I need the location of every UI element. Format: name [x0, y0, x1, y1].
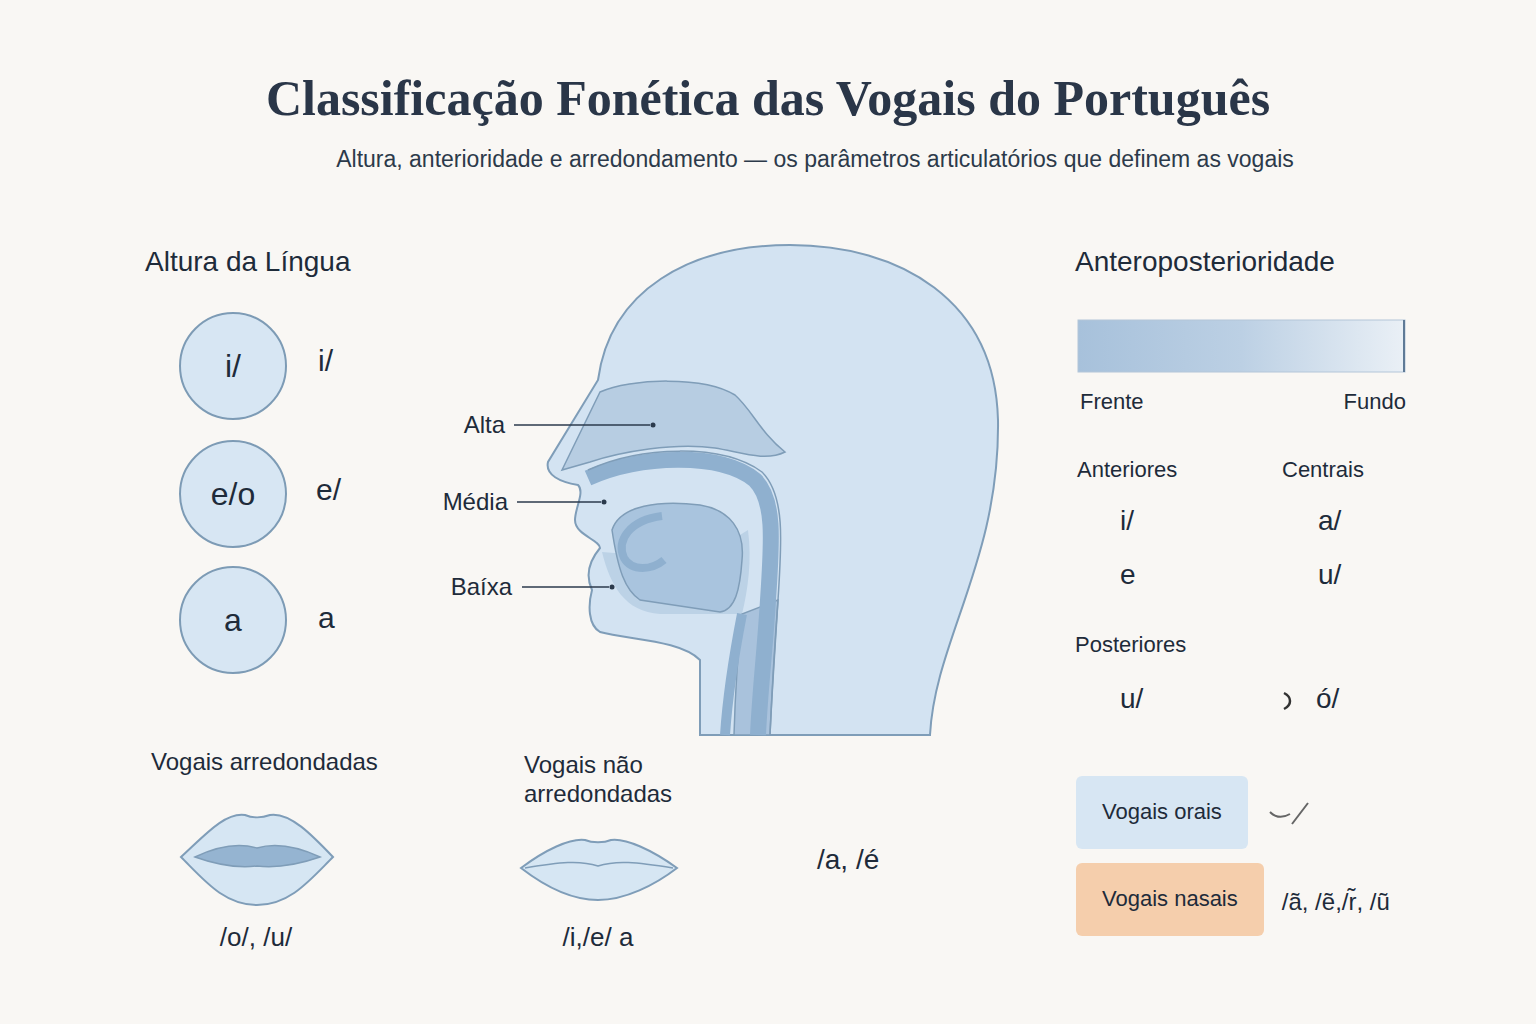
section-heading: Vogais arredondadas — [151, 748, 378, 777]
vowel-symbol: e/ — [316, 472, 341, 508]
tongue — [612, 503, 742, 612]
group-heading: Anteriores — [1077, 457, 1177, 483]
leader-dot — [651, 423, 656, 428]
category-box: Vogais nasais — [1076, 863, 1264, 936]
vowel-symbol: u/ — [1120, 682, 1143, 716]
vowel-circle: i/ — [179, 312, 287, 420]
subtitle: Altura, anterioridade e arredondamento —… — [336, 146, 1294, 174]
leader-line — [514, 424, 650, 426]
title: Classificação Fonética das Vogais do Por… — [0, 68, 1536, 128]
stray-mark — [1284, 693, 1290, 709]
node-text: Vogais nasais — [1102, 886, 1238, 912]
lower-tube — [725, 614, 742, 735]
vowel-list: /o/, /u/ — [220, 922, 292, 953]
vowel-symbol: ó/ — [1316, 682, 1339, 716]
leader-line — [522, 586, 609, 588]
vowel-symbol: i/ — [1120, 504, 1134, 538]
vowel-list: /i,/e/ a — [563, 922, 634, 953]
head-outline — [548, 245, 998, 735]
node-text: a — [224, 601, 242, 639]
stray-mark — [1270, 803, 1308, 824]
lips-opening — [195, 845, 320, 866]
vowel-symbol: a — [318, 600, 335, 636]
vowel-list: /ã, /ẽ,/r̃, /ũ — [1282, 888, 1390, 917]
leader-dot — [610, 585, 615, 590]
palate — [588, 460, 771, 735]
section-heading: Vogais não arredondadas — [524, 751, 724, 809]
vowel-symbol: e — [1120, 558, 1136, 592]
part-label: Alta — [464, 411, 505, 440]
section-heading: Anteroposterioridade — [1075, 245, 1335, 279]
palate-edge — [588, 451, 781, 735]
leader-line — [517, 501, 601, 503]
leader-lines — [514, 425, 650, 587]
part-label: Média — [443, 488, 508, 517]
axis-label: Frente — [1080, 389, 1144, 415]
lips-spread — [521, 840, 677, 900]
bar-end — [1403, 320, 1405, 372]
vowel-circle: a — [179, 566, 287, 674]
vowel-symbol: i/ — [318, 343, 333, 379]
vowel-list: /a, /é — [817, 843, 879, 877]
vowel-symbol: u/ — [1318, 558, 1341, 592]
vowel-symbol: a/ — [1318, 504, 1341, 538]
lips-rounded — [181, 815, 333, 905]
node-text: i/ — [225, 347, 241, 385]
axis-label: Fundo — [1344, 389, 1406, 415]
lips-line — [525, 862, 673, 868]
node-text: e/o — [211, 475, 255, 513]
category-box: Vogais orais — [1076, 776, 1248, 849]
part-label: Baíxa — [451, 573, 512, 602]
gradient-bar — [1078, 320, 1405, 372]
vowel-circle: e/o — [179, 440, 287, 548]
section-heading: Altura da Língua — [145, 245, 351, 279]
node-text: Vogais orais — [1102, 799, 1222, 825]
group-heading: Centrais — [1282, 457, 1364, 483]
tongue-curve — [622, 516, 664, 568]
leader-dot — [602, 500, 607, 505]
group-heading: Posteriores — [1075, 632, 1186, 658]
